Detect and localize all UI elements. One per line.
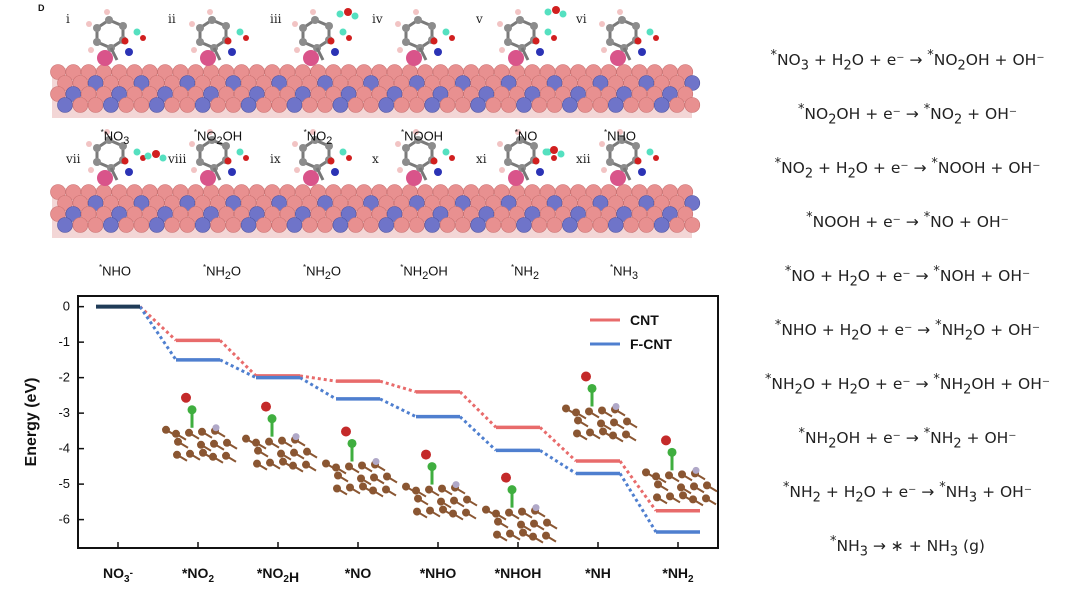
y-tick-label: -3 [58, 405, 70, 420]
structure-label: *NO3 [100, 128, 130, 147]
y-tick-label: -5 [58, 476, 70, 491]
adsorbate-molecule [395, 9, 455, 66]
structure-numeral: v [476, 12, 483, 26]
reaction-equation: *NO + H2O + e⁻ → *NOH + OH⁻ [784, 264, 1031, 290]
y-axis-title: Energy (eV) [23, 378, 40, 467]
energy-connector [539, 449, 577, 475]
x-category-label: *NH2 [662, 565, 694, 585]
structure-label: *NOOH [400, 128, 444, 144]
substrate-slab [50, 64, 701, 118]
energy-connector [218, 339, 258, 377]
series-cnt [138, 305, 700, 513]
energy-connector [138, 305, 178, 361]
structure-label: *NH2OH [400, 263, 448, 282]
x-category-label: *NO2H [257, 565, 299, 585]
structure-panels [50, 6, 701, 238]
x-category-label: *NH [585, 565, 611, 581]
y-tick-label: -6 [58, 512, 70, 527]
x-category-label: *NHO [420, 565, 457, 581]
structure-numeral: ii [168, 12, 176, 26]
reaction-equation: *NHO + H2O + e⁻ → *NH2O + OH⁻ [774, 318, 1041, 344]
adsorbate-structure-image [402, 449, 478, 521]
energy-connector [618, 460, 658, 512]
series-f-cnt [138, 305, 700, 534]
adsorbate-molecule [599, 9, 659, 66]
adsorbate-structure-image [242, 401, 318, 473]
x-category-label: *NO2 [182, 565, 214, 585]
structure-numeral: ix [270, 152, 281, 166]
legend-label: F-CNT [630, 336, 672, 352]
reaction-equation: *NH2O + H2O + e⁻ → *NH2OH + OH⁻ [764, 372, 1051, 398]
structure-label: *NH3 [610, 263, 638, 282]
y-tick-label: 0 [63, 299, 70, 314]
gas-molecule [144, 150, 167, 162]
reaction-equation: *NH2OH + e⁻ → *NH2 + OH⁻ [798, 426, 1017, 452]
adsorbate-molecule [497, 9, 557, 66]
adsorbate-molecule [189, 129, 249, 186]
structure-numeral: vi [576, 12, 587, 26]
structure-label: *NHO [98, 263, 131, 279]
structure-numeral: iv [372, 12, 383, 26]
adsorbate-molecule [599, 129, 659, 186]
energy-connector [299, 374, 337, 383]
structure-label: *NH2O [302, 263, 342, 282]
legend-label: CNT [630, 312, 659, 328]
structure-label: *NH2 [511, 263, 539, 282]
plot-frame [77, 295, 719, 549]
adsorbate-structure-image [562, 371, 638, 443]
energy-connector [219, 358, 257, 379]
reaction-equation: *NH3 → ∗ + NH3 (g) [830, 534, 985, 560]
structure-label: *NHO [603, 128, 636, 144]
gas-molecule [336, 8, 359, 20]
panel-letter: D [38, 3, 45, 13]
reaction-equation: *NO2OH + e⁻ → *NO2 + OH⁻ [797, 102, 1018, 128]
x-category-label: NO3- [103, 565, 133, 585]
adsorbate-molecule [86, 9, 146, 66]
adsorbate-structure-image [322, 426, 398, 498]
structure-numeral: xi [476, 152, 487, 166]
structure-numeral: vii [66, 152, 81, 166]
structure-numeral: viii [168, 152, 187, 166]
structure-label: *NO2OH [193, 128, 243, 147]
x-category-label: *NO [345, 565, 372, 581]
substrate-slab [50, 184, 701, 238]
y-tick-label: -4 [58, 441, 70, 456]
adsorbate-molecule [292, 9, 352, 66]
adsorbate-molecule [189, 9, 249, 66]
adsorbate-molecule [497, 129, 557, 186]
adsorbate-structure-image [482, 472, 558, 544]
adsorbate-molecule [86, 129, 146, 186]
structure-label: *NO2 [303, 128, 333, 147]
adsorbate-molecule [292, 129, 352, 186]
reaction-equation: *NOOH + e⁻ → *NO + OH⁻ [806, 210, 1009, 232]
energy-connector [538, 426, 578, 463]
gas-molecule [544, 6, 567, 18]
x-category-label: *NHOH [495, 565, 542, 581]
adsorbate-structure-image [642, 435, 718, 507]
y-tick-label: -1 [58, 334, 70, 349]
structure-numeral: i [66, 12, 70, 26]
energy-chart: 0 -1 -2 -3 -4 -5 -6 Energy (eV) NO3- *NO2 *NO2H *NO… [23, 295, 719, 585]
y-tick-label: -2 [58, 370, 70, 385]
adsorbate-structure-image [162, 392, 238, 464]
energy-connector [379, 397, 417, 419]
energy-connector [458, 415, 498, 452]
structure-label: *NH2O [202, 263, 242, 282]
energy-connector [458, 390, 498, 429]
adsorbate-molecule [395, 129, 455, 186]
reaction-equation: *NO2 + H2O + e⁻ → *NOOH + OH⁻ [774, 156, 1041, 182]
energy-connector [299, 376, 337, 401]
structure-label: *NO [514, 128, 538, 144]
reaction-equation: *NH2 + H2O + e⁻ → *NH3 + OH⁻ [782, 480, 1033, 506]
structure-numeral: xii [576, 152, 591, 166]
energy-connector [618, 472, 658, 533]
energy-connector [379, 379, 417, 394]
energy-connector [138, 305, 178, 342]
gas-molecule [542, 146, 565, 158]
structure-numeral: iii [270, 12, 282, 26]
structure-numeral: x [372, 152, 379, 166]
reaction-equation: *NO3 + H2O + e⁻ → *NO2OH + OH⁻ [770, 48, 1045, 74]
